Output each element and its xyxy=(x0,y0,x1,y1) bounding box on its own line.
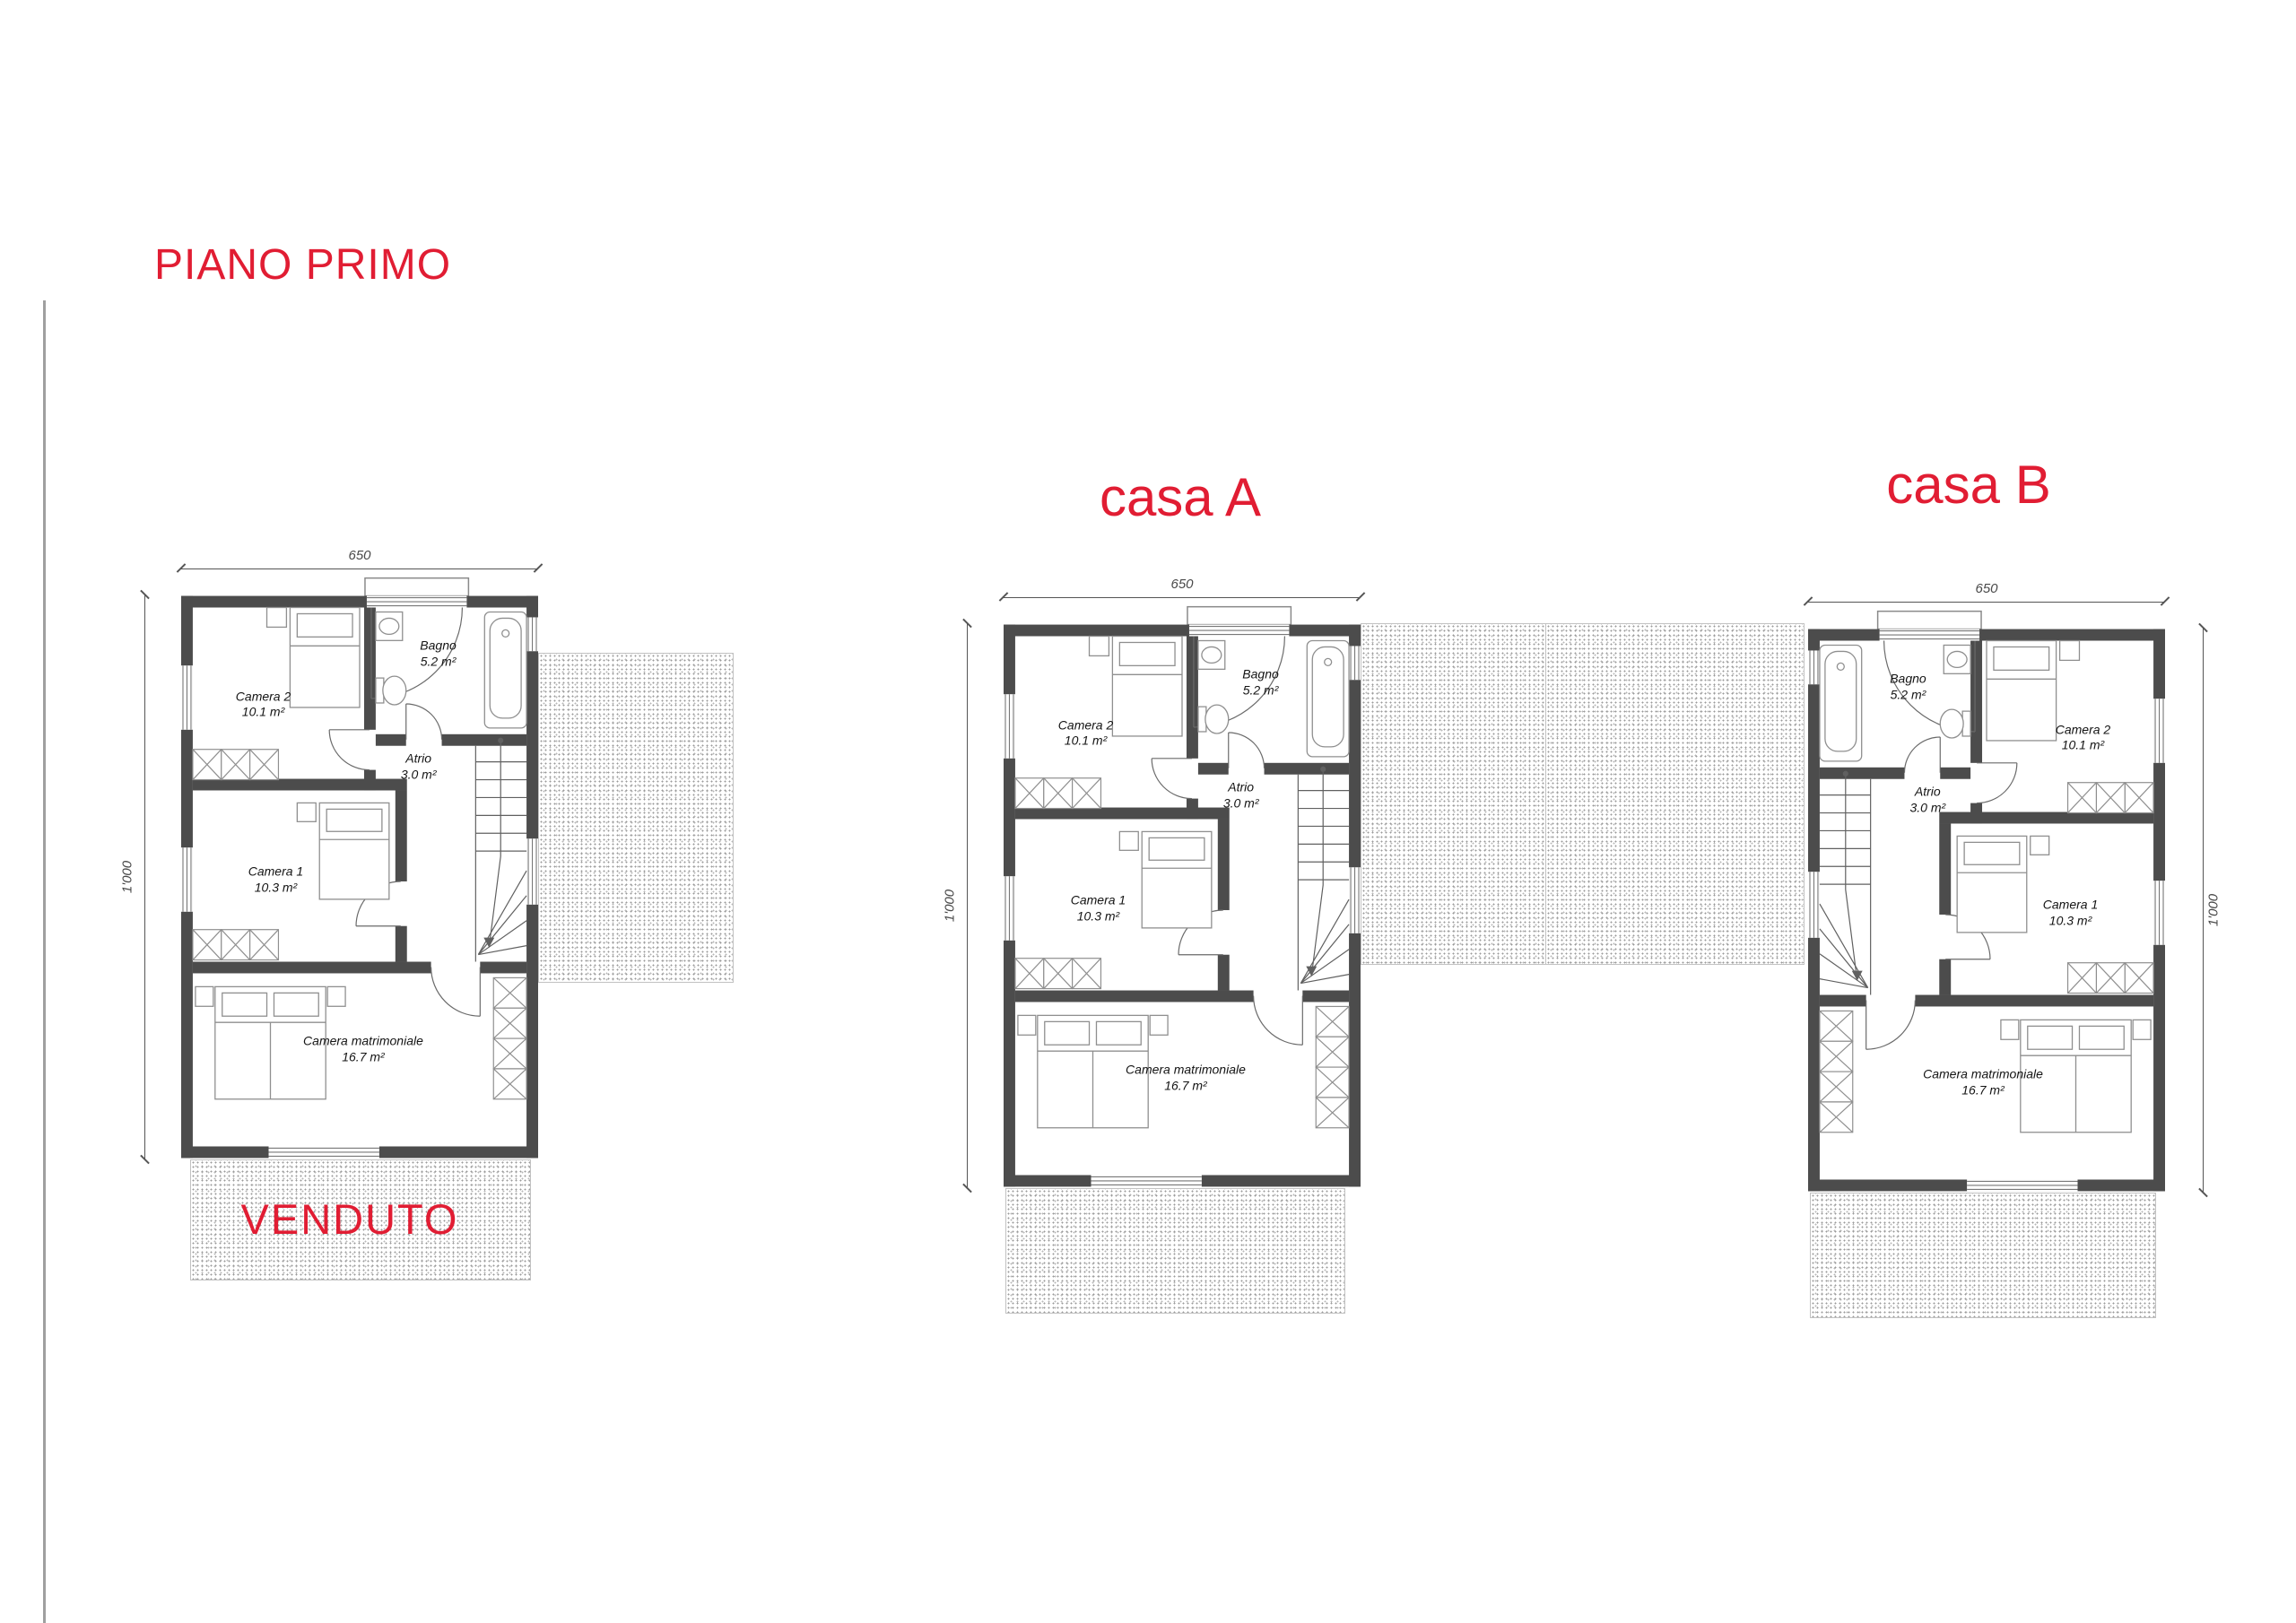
margin-rule xyxy=(43,300,46,1623)
room-label-bagno: Bagno 5.2 m² xyxy=(420,638,457,669)
hatched-area-between-2 xyxy=(1545,623,1805,965)
room-label-bagno: Bagno 5.2 m² xyxy=(1890,671,1926,702)
dim-width: 650 xyxy=(1803,563,2170,606)
dim-height: 1'000 xyxy=(2179,622,2222,1198)
dim-width: 650 xyxy=(176,530,544,573)
hatched-area-between-1 xyxy=(1361,623,1546,965)
page-title: PIANO PRIMO xyxy=(154,241,452,289)
dim-height-label: 1'000 xyxy=(2205,893,2222,927)
room-label-camera-matrimoniale: Camera matrimoniale 16.7 m² xyxy=(1923,1066,2043,1098)
room-label-camera-matrimoniale: Camera matrimoniale 16.7 m² xyxy=(1126,1062,1246,1093)
dim-line xyxy=(2203,628,2204,1193)
floor-plan-drawing xyxy=(1004,623,1361,1188)
hatched-area-below-venduto xyxy=(190,1159,531,1280)
casa-a-title: casa A xyxy=(1099,467,1262,527)
room-label-camera-matrimoniale: Camera matrimoniale 16.7 m² xyxy=(303,1033,423,1064)
room-label-camera-1: Camera 1 10.3 m² xyxy=(248,864,304,895)
floor-plan-drawing xyxy=(181,595,538,1159)
dim-width-label: 650 xyxy=(348,548,371,563)
room-label-atrio: Atrio 3.0 m² xyxy=(1222,779,1259,811)
dim-height-label: 1'000 xyxy=(119,860,135,894)
hatched-area-below-casa-a xyxy=(1005,1188,1345,1314)
plan-venduto: 650 1'000 Camera 2 10.1 m² Bagno 5.2 m² … xyxy=(120,548,544,1165)
plan-casa-b: 650 1'000 Camera 2 10.1 m² Bagno 5.2 m² … xyxy=(1803,581,2222,1198)
hatched-area-right-of-venduto xyxy=(538,653,734,983)
floor-plan-drawing xyxy=(1808,628,2165,1193)
room-label-atrio: Atrio 3.0 m² xyxy=(400,751,437,782)
casa-b-title: casa B xyxy=(1886,455,2051,515)
room-label-camera-1: Camera 1 10.3 m² xyxy=(1070,892,1126,924)
dim-width-label: 650 xyxy=(1975,581,1998,596)
room-label-bagno: Bagno 5.2 m² xyxy=(1242,666,1279,698)
dim-line xyxy=(1808,602,2165,603)
dim-width: 650 xyxy=(998,559,1366,602)
dim-line xyxy=(1004,597,1361,598)
dim-line xyxy=(144,595,145,1159)
room-label-camera-1: Camera 1 10.3 m² xyxy=(2042,897,2099,928)
room-label-camera-2: Camera 2 10.1 m² xyxy=(235,689,291,719)
dim-height: 1'000 xyxy=(942,618,989,1193)
dim-line xyxy=(967,623,968,1188)
dim-line xyxy=(181,568,538,569)
room-label-camera-2: Camera 2 10.1 m² xyxy=(1057,717,1114,748)
plan-casa-a: 650 1'000 Camera 2 10.1 m² Bagno 5.2 m² … xyxy=(943,577,1366,1193)
dim-height: 1'000 xyxy=(120,589,167,1165)
room-label-atrio: Atrio 3.0 m² xyxy=(1909,784,1946,815)
dim-height-label: 1'000 xyxy=(942,889,958,923)
hatched-area-below-casa-b xyxy=(1810,1193,2156,1318)
venduto-label: VENDUTO xyxy=(240,1195,459,1243)
room-label-camera-2: Camera 2 10.1 m² xyxy=(2055,722,2111,752)
dim-width-label: 650 xyxy=(1170,577,1194,592)
